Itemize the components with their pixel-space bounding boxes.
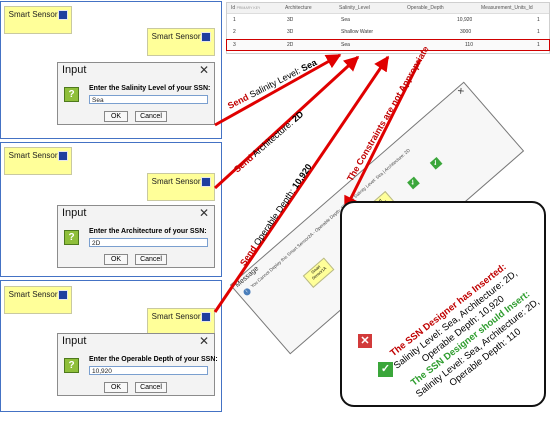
cross-icon: ✕ [358, 334, 372, 348]
cell-architecture: 2D [287, 42, 294, 48]
summary-text: The SSN Designer has Inserted: Salinity … [354, 235, 550, 433]
panel-depth: Smart Sensor1A Smart Sensor2A Input ✕ ? … [0, 280, 222, 412]
close-icon[interactable]: ✕ [455, 85, 467, 97]
column-header[interactable]: Measurement_Units_Id [481, 5, 533, 11]
ok-button[interactable]: OK [104, 254, 128, 265]
check-icon: ✓ [429, 156, 443, 170]
column-header[interactable]: Id PRIMARY KEY [231, 5, 261, 11]
cell-architecture: 3D [287, 29, 294, 35]
cell-salinity: Sea [341, 17, 350, 23]
dialog-title: Input [62, 64, 87, 76]
dialog-prompt: Enter the Architecture of your SSN: [89, 228, 207, 235]
sensor-2a[interactable]: Smart Sensor2A [147, 308, 215, 336]
check-icon: ✓ [378, 362, 393, 377]
sensor-chip-icon [201, 312, 211, 322]
panel-salinity: Smart Sensor1A Smart Sensor2A Input ✕ ? … [0, 1, 222, 139]
label-send-salinity: Send Salinity Level: Sea [226, 57, 319, 111]
sensor-2a[interactable]: Smart Sensor2A [147, 173, 215, 201]
cell-units: 1 [537, 17, 540, 23]
cell-salinity: Shallow Water [341, 29, 374, 35]
column-header[interactable]: Salinity_Level [339, 5, 370, 11]
sensor-chip-icon [58, 151, 68, 161]
cell-id: 2 [233, 29, 236, 35]
summary-box: The SSN Designer has Inserted: Salinity … [340, 201, 546, 407]
close-icon[interactable]: ✕ [198, 206, 209, 220]
input-dialog: Input ✕ ? Enter the Operable Depth of yo… [57, 333, 218, 396]
question-icon: ? [64, 87, 79, 102]
sensor-chip-icon [201, 177, 211, 187]
sensor-1a-label: Smart Sensor1A [8, 151, 68, 160]
dialog-prompt: Enter the Salinity Level of your SSN: [89, 85, 211, 92]
cell-architecture: 3D [287, 17, 294, 23]
sensor-2a[interactable]: Smart Sensor2A [147, 28, 215, 56]
ok-button[interactable]: OK [104, 111, 128, 122]
cell-id: 3 [233, 42, 236, 48]
sensor-1a-label: Smart Sensor1A [8, 10, 68, 19]
cell-units: 1 [537, 29, 540, 35]
cell-id: 1 [233, 17, 236, 23]
table-row-highlighted[interactable]: 3 2D Sea 110 1 [226, 39, 550, 51]
cell-depth: 10,920 [457, 17, 473, 23]
sensor-chip-icon [58, 10, 68, 20]
sensor-1a-label: Smart Sensor1A [8, 290, 68, 299]
check-icon: ✓ [407, 176, 420, 190]
question-icon: ? [64, 230, 79, 245]
input-dialog: Input ✕ ? Enter the Salinity Level of yo… [57, 62, 215, 125]
arrow-send-salinity [214, 53, 342, 127]
sensor-1a[interactable]: Smart Sensor1A [4, 6, 72, 34]
column-header[interactable]: Architecture [285, 5, 312, 11]
depth-input[interactable]: 10,920 [89, 366, 208, 375]
close-icon[interactable]: ✕ [198, 334, 209, 348]
dialog-title: Input [62, 335, 87, 347]
ok-button[interactable]: OK [104, 382, 128, 393]
panel-architecture: Smart Sensor1A Smart Sensor2A Input ✕ ? … [0, 142, 222, 277]
architecture-input[interactable]: 2D [89, 238, 208, 247]
table-row[interactable]: 2 3D Shallow Water 3000 1 [227, 27, 549, 37]
dialog-prompt: Enter the Operable Depth of your SSN: [89, 356, 218, 363]
sensor-2a-label: Smart Sensor2A [151, 32, 211, 41]
sensor-1a[interactable]: Smart Sensor1A [302, 257, 335, 288]
sensor-chip-icon [201, 32, 211, 42]
close-icon[interactable]: ✕ [198, 63, 209, 77]
dialog-title: Input [62, 207, 87, 219]
cell-depth: 110 [465, 42, 473, 48]
input-dialog: Input ✕ ? Enter the Architecture of your… [57, 205, 215, 268]
cell-salinity: Sea [341, 42, 350, 48]
sensor-2a-label: Smart Sensor2A [151, 312, 211, 321]
sensor-1a[interactable]: Smart Sensor1A [4, 286, 72, 314]
sensor-1a-label: Smart Sensor1A [309, 263, 328, 281]
cancel-button[interactable]: Cancel [135, 382, 167, 393]
sensor-chip-icon [58, 290, 68, 300]
table-row[interactable]: 1 3D Sea 10,920 1 [227, 15, 549, 25]
column-header[interactable]: Operable_Depth [407, 5, 444, 11]
table-header: Id PRIMARY KEY Architecture Salinity_Lev… [227, 3, 549, 14]
cell-units: 1 [537, 42, 540, 48]
sensor-2a-label: Smart Sensor2A [151, 177, 211, 186]
label-send-architecture: Send Architecture: 2D [232, 108, 306, 175]
cell-depth: 3000 [460, 29, 472, 35]
sensor-table: Id PRIMARY KEY Architecture Salinity_Lev… [226, 2, 550, 54]
question-icon: ? [64, 358, 79, 373]
cancel-button[interactable]: Cancel [135, 111, 167, 122]
sensor-1a[interactable]: Smart Sensor1A [4, 147, 72, 175]
info-icon: i [242, 286, 253, 297]
salinity-input[interactable]: Sea [89, 95, 208, 104]
cancel-button[interactable]: Cancel [135, 254, 167, 265]
